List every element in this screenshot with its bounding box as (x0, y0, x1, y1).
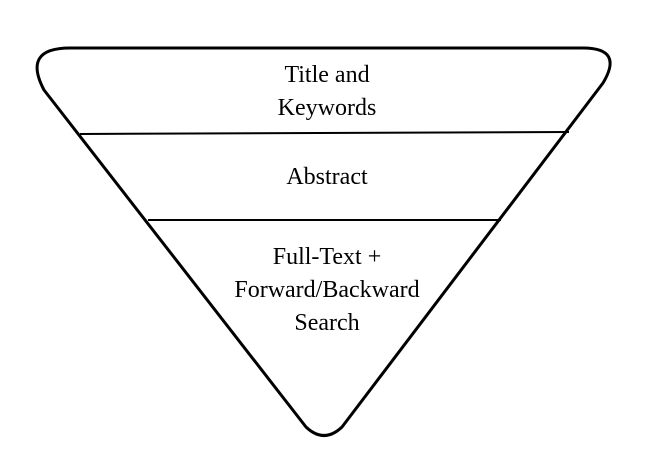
funnel-outline (35, 46, 612, 437)
stage-abstract: Abstract (0, 161, 654, 194)
divider-top (79, 131, 570, 135)
stage-abstract-line-1: Abstract (286, 164, 368, 190)
stage-title-keywords: Title and Keywords (0, 59, 654, 125)
stage-full-text: Full-Text + Forward/Backward Search (0, 241, 654, 340)
stage-full-text-line-2: Forward/Backward (234, 277, 420, 303)
stage-title-keywords-line-1: Title and (284, 62, 370, 88)
stage-title-keywords-line-2: Keywords (277, 95, 377, 121)
stage-full-text-line-3: Search (294, 310, 360, 336)
stage-full-text-line-1: Full-Text + (272, 244, 382, 270)
